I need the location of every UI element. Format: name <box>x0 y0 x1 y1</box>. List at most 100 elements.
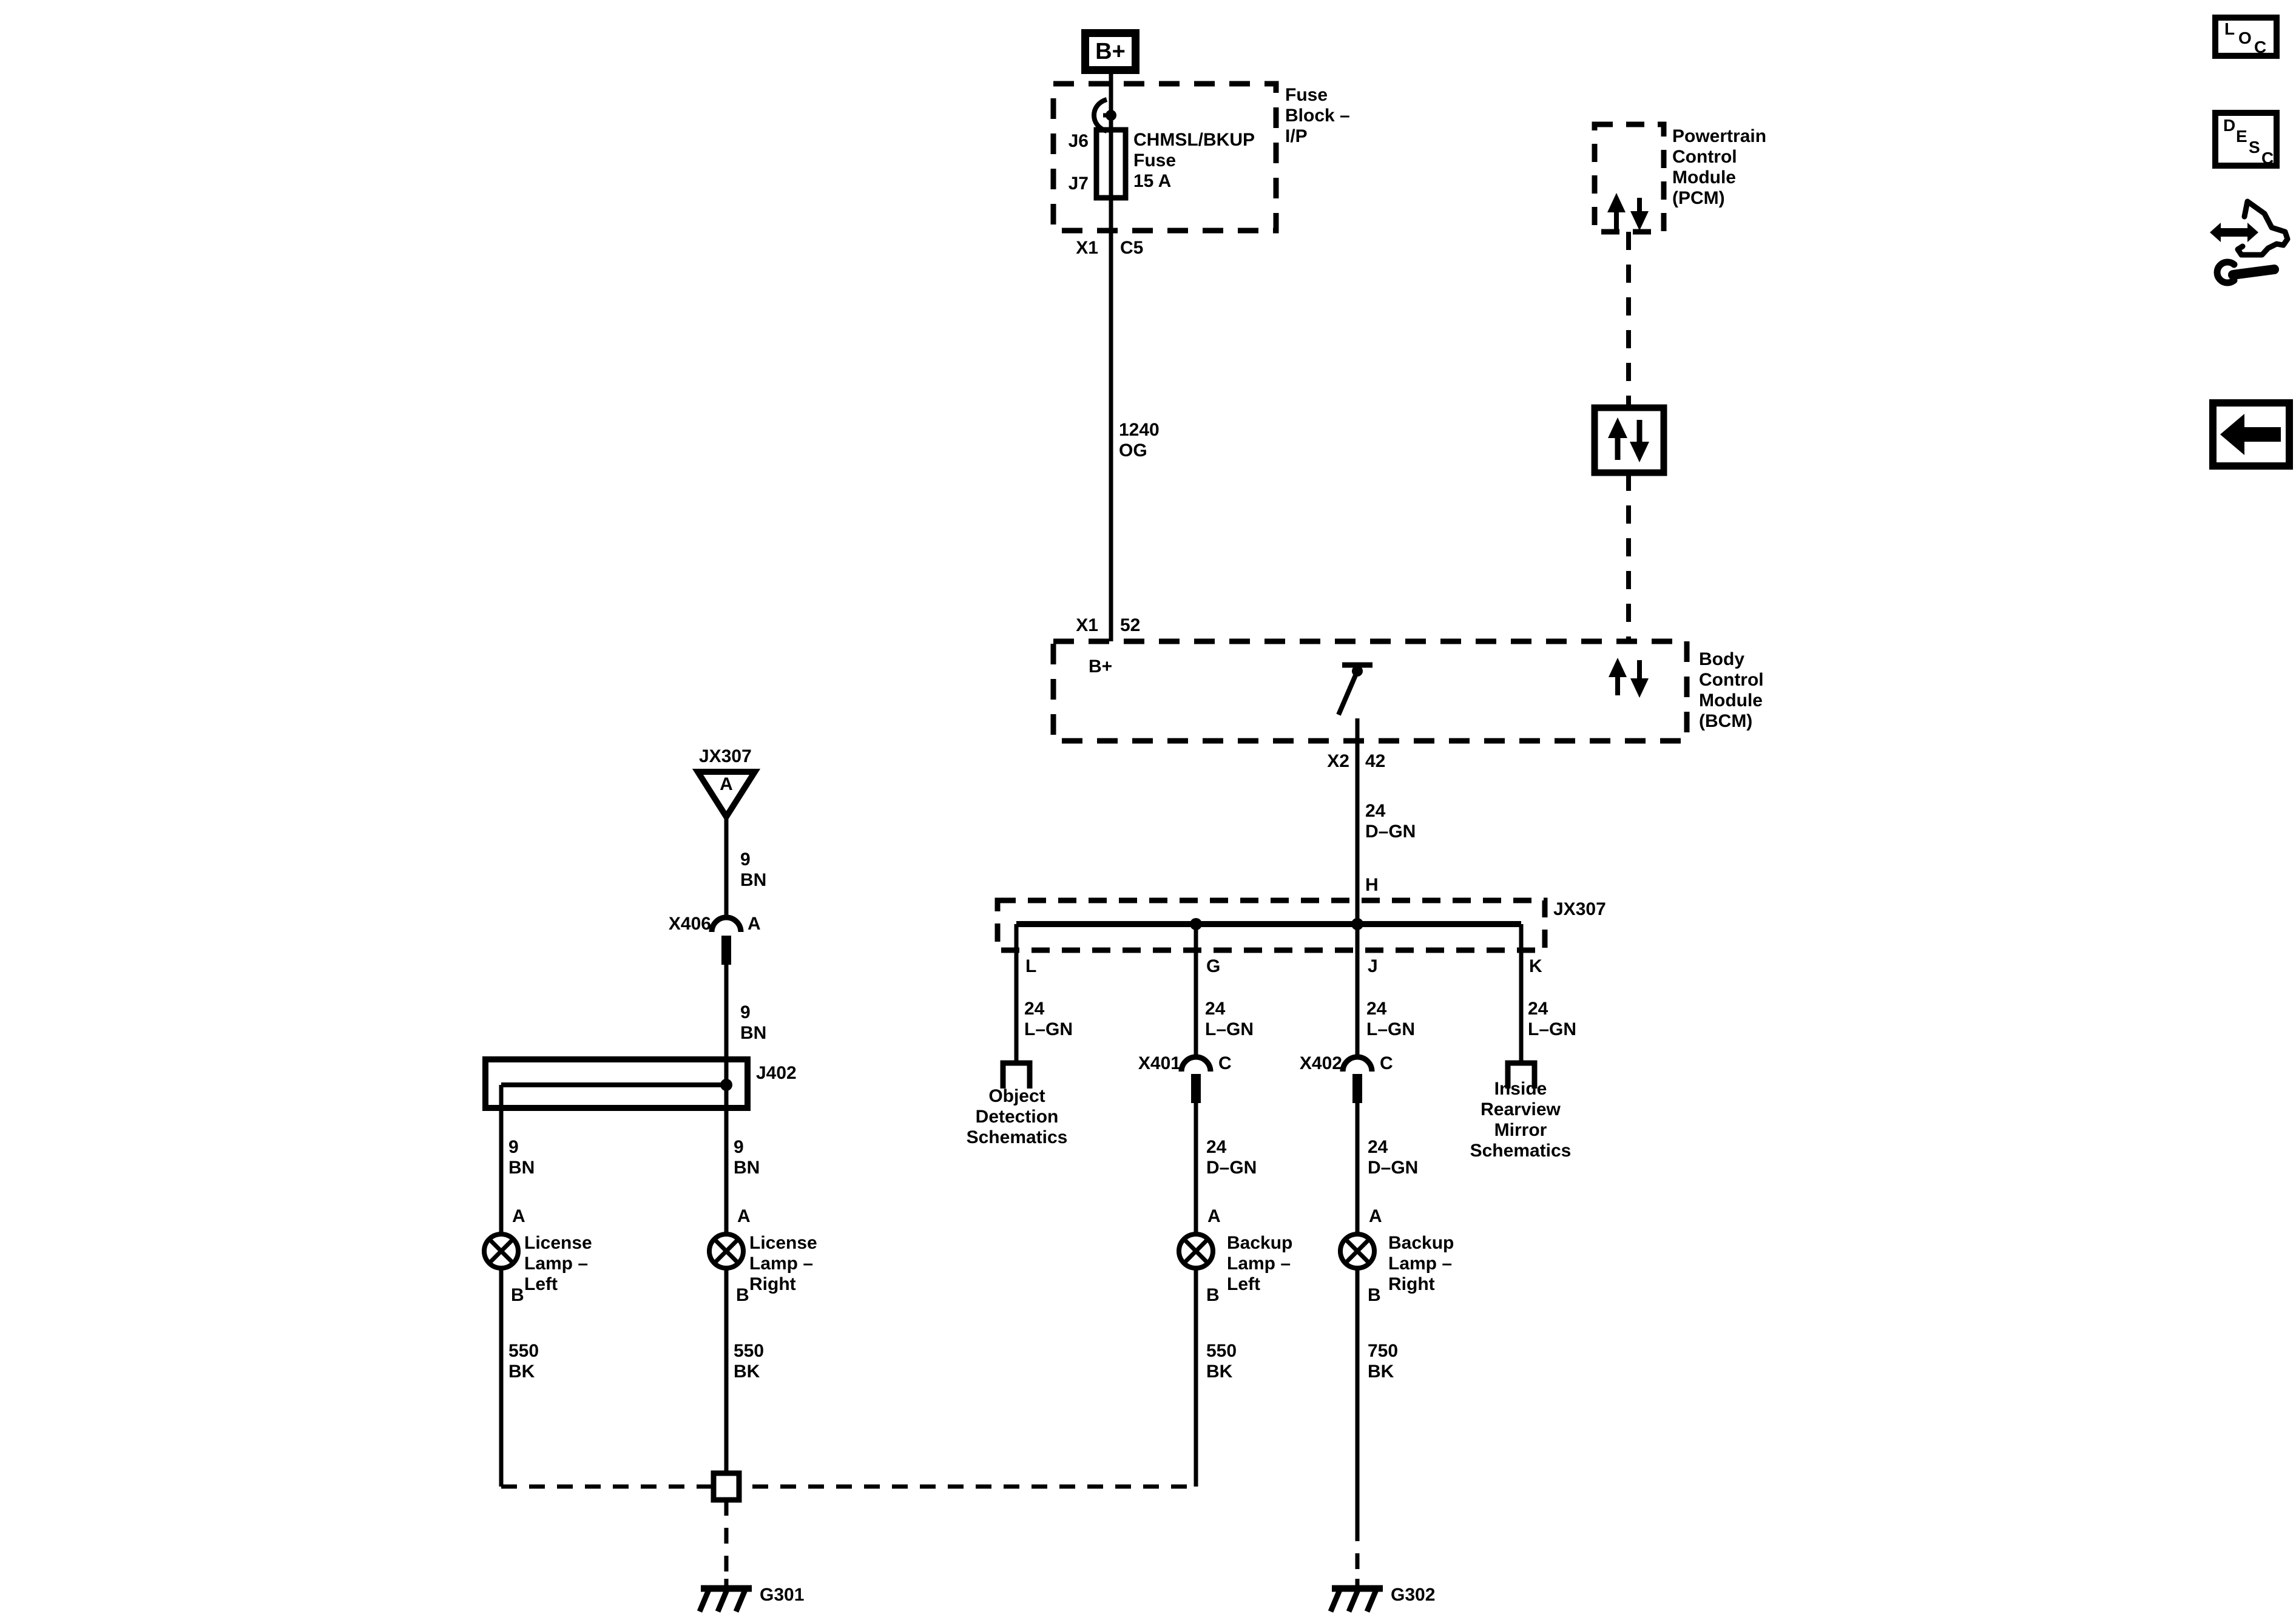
wire-circuit: 9 <box>734 1137 744 1157</box>
desc-button[interactable]: D E S C <box>2212 110 2280 169</box>
pin-label-c: C <box>1218 1053 1232 1073</box>
g301-splice-box <box>711 1470 742 1503</box>
g301-ground-icon <box>697 1579 752 1613</box>
desc-letter: C <box>2261 149 2274 167</box>
x402-connector-symbol <box>1340 1054 1375 1234</box>
pin-label-b: B <box>1206 1285 1220 1305</box>
pin-label-a: A <box>1207 1206 1221 1226</box>
wire-circuit: 550 <box>1206 1341 1237 1361</box>
wire-color: BN <box>740 1023 767 1043</box>
license-lamp-right-icon <box>707 1232 746 1271</box>
loc-letter: L <box>2224 19 2235 38</box>
j402-splice-outline <box>482 1056 751 1234</box>
bcm-title: Control <box>1699 670 1764 690</box>
pin-label-b: B <box>511 1285 524 1305</box>
bcm-switch-symbol <box>1336 662 1373 716</box>
object-detection-link: Detection <box>975 1107 1059 1127</box>
pcm-title: Module <box>1672 167 1736 187</box>
pin-label-b: B <box>736 1285 749 1305</box>
fuse-block-title: I/P <box>1285 126 1308 146</box>
lamp-title: Lamp – <box>1227 1254 1291 1274</box>
wire-circuit: 24 <box>1366 999 1387 1019</box>
wire-color-og: OG <box>1119 441 1147 461</box>
backup-lamp-right-icon <box>1338 1232 1377 1271</box>
lamp-title: Lamp – <box>1388 1254 1453 1274</box>
fuse-rating: 15 A <box>1133 171 1172 191</box>
bcm-bplus-label: B+ <box>1089 657 1113 677</box>
lamp-title: Backup <box>1388 1233 1454 1253</box>
j402-label: J402 <box>756 1063 797 1083</box>
pin-label-a: A <box>512 1206 525 1226</box>
wire-circuit-24: 24 <box>1365 801 1386 821</box>
object-detection-link: Schematics <box>966 1127 1068 1147</box>
wire-color: L–GN <box>1366 1019 1416 1039</box>
lamp-title: Left <box>524 1274 558 1294</box>
wire-circuit: 550 <box>508 1341 539 1361</box>
x406-connector-symbol <box>709 914 744 1059</box>
wire-circuit-1240: 1240 <box>1119 420 1160 440</box>
pin-label-l: L <box>1025 956 1037 976</box>
object-detection-terminal <box>1000 1060 1033 1089</box>
lamp-title: License <box>524 1233 592 1253</box>
ground-label-g302: G302 <box>1391 1585 1436 1605</box>
pcm-title: Powertrain <box>1672 126 1767 146</box>
pin-label-a: A <box>737 1206 751 1226</box>
desc-letter: E <box>2236 127 2247 146</box>
connector-label-x1: X1 <box>1076 238 1098 258</box>
wire-color: BK <box>508 1362 535 1382</box>
pin-label-j: J <box>1368 956 1378 976</box>
lamp-title: Backup <box>1227 1233 1293 1253</box>
pin-label-j7: J7 <box>1068 174 1089 194</box>
lamp-title: Right <box>1388 1274 1435 1294</box>
fuse-block-title: Block – <box>1285 106 1350 126</box>
mirror-link: Inside <box>1494 1079 1547 1099</box>
fuse-name: Fuse <box>1133 150 1177 170</box>
connector-label-x401: X401 <box>1138 1053 1181 1073</box>
pcm-outline <box>1592 121 1667 235</box>
jx307-bus <box>1016 918 1521 930</box>
pin-label-c5: C5 <box>1120 238 1144 258</box>
connector-label-x402: X402 <box>1299 1053 1342 1073</box>
pin-label-52: 52 <box>1120 615 1141 635</box>
pin-label-h: H <box>1365 875 1379 895</box>
wire-circuit: 24 <box>1205 999 1226 1019</box>
fuse-icon <box>1093 127 1129 201</box>
wire-color: BN <box>740 870 767 890</box>
jx307-ground-label: JX307 <box>699 746 752 766</box>
serial-data-connector-symbol <box>1591 404 1667 476</box>
wire-circuit: 9 <box>740 1002 751 1022</box>
bcm-title: (BCM) <box>1699 711 1753 731</box>
wire-circuit: 9 <box>508 1137 519 1157</box>
wire-color: D–GN <box>1368 1158 1419 1178</box>
lamp-title: Right <box>749 1274 796 1294</box>
pcm-title: (PCM) <box>1672 188 1725 208</box>
wire-color: BK <box>1206 1362 1233 1382</box>
wire-circuit: 750 <box>1368 1341 1399 1361</box>
lamp-title: Lamp – <box>524 1254 589 1274</box>
pin-label-42: 42 <box>1365 751 1386 771</box>
fuse-name: CHMSL/BKUP <box>1133 130 1255 150</box>
lamp-title: License <box>749 1233 817 1253</box>
pin-label-a: A <box>720 774 733 794</box>
loc-button[interactable]: L O C <box>2212 15 2280 59</box>
mirror-link: Rearview <box>1481 1099 1561 1119</box>
pin-label-c: C <box>1380 1053 1393 1073</box>
pin-label-g: G <box>1206 956 1221 976</box>
jx307-outline <box>994 897 1548 953</box>
wire-circuit: 24 <box>1206 1137 1227 1157</box>
pin-label-b: B <box>1368 1285 1381 1305</box>
lamp-title: Lamp – <box>749 1254 814 1274</box>
back-button[interactable] <box>2209 399 2293 470</box>
service-info-icon[interactable] <box>2210 198 2291 286</box>
object-detection-link: Object <box>988 1086 1045 1106</box>
bcm-title: Module <box>1699 690 1763 711</box>
loc-letter: O <box>2238 29 2252 47</box>
connector-label-x1: X1 <box>1076 615 1098 635</box>
mirror-link: Schematics <box>1470 1141 1572 1161</box>
pin-label-k: K <box>1529 956 1542 976</box>
bcm-title: Body <box>1699 649 1744 669</box>
jx307-triangle-symbol <box>692 769 761 916</box>
x401-connector-symbol <box>1178 1054 1214 1234</box>
